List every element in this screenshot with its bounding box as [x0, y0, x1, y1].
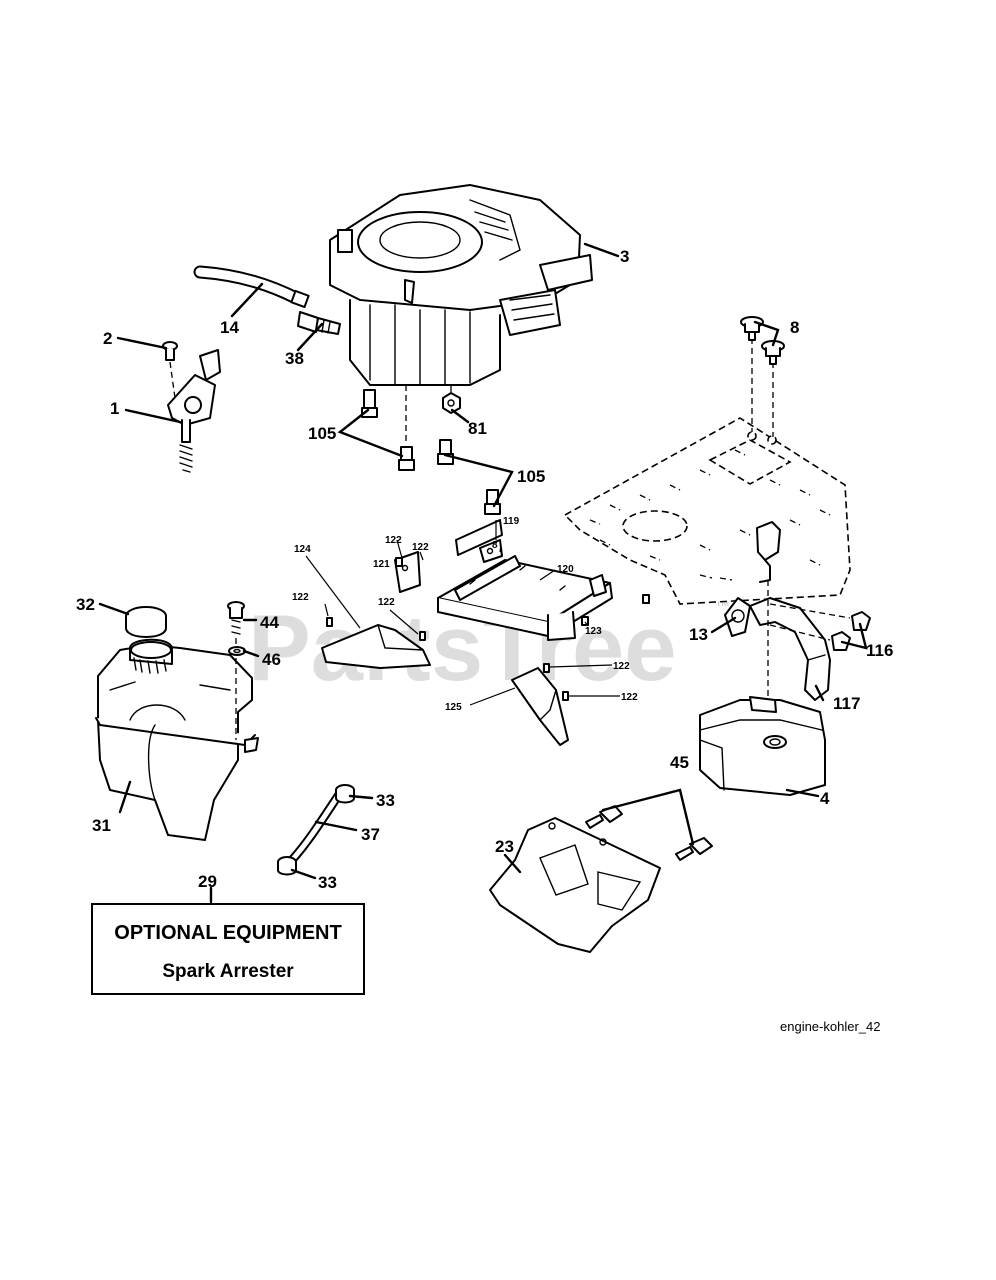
- callout-46: 46: [262, 650, 281, 669]
- callout-4: 4: [820, 789, 830, 808]
- callout-105-left: 105: [308, 424, 336, 443]
- hose-clamp-upper: [335, 784, 355, 804]
- fuel-tank: [95, 638, 259, 841]
- watermark-tm: TM: [716, 598, 729, 608]
- frame: [563, 338, 851, 605]
- callout-121: 121: [373, 559, 390, 570]
- exhaust-pipe: [749, 597, 831, 701]
- callout-122-b: 122: [412, 542, 429, 553]
- callouts: 2 1 3 14 38 8 105 81 105 119 122 122 8 1…: [76, 247, 893, 892]
- optional-equipment-subtitle: Spark Arrester: [162, 961, 294, 982]
- fuel-line: [193, 265, 310, 309]
- nut-81: [442, 386, 461, 414]
- heat-shield-bracket: [756, 521, 781, 700]
- callout-13: 13: [689, 625, 708, 644]
- callout-105-right: 105: [517, 467, 545, 486]
- hose-clamp-lower: [277, 856, 297, 876]
- leader-lines: [98, 242, 868, 904]
- engine-mount-bracket: [394, 519, 613, 641]
- engine: [329, 184, 593, 386]
- throttle-control: [167, 349, 221, 473]
- callout-31: 31: [92, 816, 111, 835]
- washer-46: [228, 646, 246, 656]
- optional-equipment-box: OPTIONAL EQUIPMENT Spark Arrester: [91, 903, 365, 995]
- bolt-105-lower: [398, 385, 415, 471]
- callout-125: 125: [445, 702, 462, 713]
- callout-29: 29: [198, 872, 217, 891]
- heat-shield: [489, 817, 661, 953]
- exhaust-gasket: [724, 597, 751, 637]
- deflector-124: [321, 624, 431, 669]
- bolt-8-b: [761, 340, 785, 365]
- deflector-125: [511, 667, 569, 746]
- muffler: [699, 696, 826, 796]
- fuel-cap: [125, 606, 167, 638]
- bolt-105-middle: [437, 439, 454, 465]
- callout-122-f: 122: [621, 692, 638, 703]
- callout-33-upper: 33: [376, 791, 395, 810]
- callout-2: 2: [103, 329, 112, 348]
- callout-81: 81: [468, 419, 487, 438]
- callout-23: 23: [495, 837, 514, 856]
- callout-33-lower: 33: [318, 873, 337, 892]
- callout-8-small: 8: [492, 540, 498, 551]
- callout-119: 119: [503, 516, 520, 527]
- bolt-105-upper: [361, 389, 378, 418]
- callout-38: 38: [285, 349, 304, 368]
- bolt-8-a: [740, 316, 764, 341]
- bolt-105-right: [484, 489, 501, 515]
- callout-32: 32: [76, 595, 95, 614]
- screw-44: [227, 601, 245, 740]
- callout-8: 8: [790, 318, 799, 337]
- bolt-45-b: [675, 837, 713, 861]
- callout-14: 14: [220, 318, 239, 337]
- callout-123: 123: [585, 626, 602, 637]
- callout-122-e: 122: [613, 661, 630, 672]
- optional-equipment-title: OPTIONAL EQUIPMENT: [114, 922, 341, 944]
- callout-1: 1: [110, 399, 119, 418]
- callout-45: 45: [670, 753, 689, 772]
- callout-122-c: 122: [292, 592, 309, 603]
- callout-37: 37: [361, 825, 380, 844]
- callout-44: 44: [260, 613, 279, 632]
- exhaust-nuts: [769, 603, 871, 651]
- callout-122-a: 122: [385, 535, 402, 546]
- screw-2: [162, 341, 178, 399]
- callout-117: 117: [833, 694, 860, 713]
- callout-116: 116: [866, 641, 893, 660]
- fuel-fitting: [297, 311, 341, 335]
- callout-124: 124: [294, 544, 311, 555]
- callout-3: 3: [620, 247, 629, 266]
- callout-120: 120: [557, 564, 574, 575]
- diagram-caption: engine-kohler_42: [780, 1019, 880, 1034]
- callout-122-d: 122: [378, 597, 395, 608]
